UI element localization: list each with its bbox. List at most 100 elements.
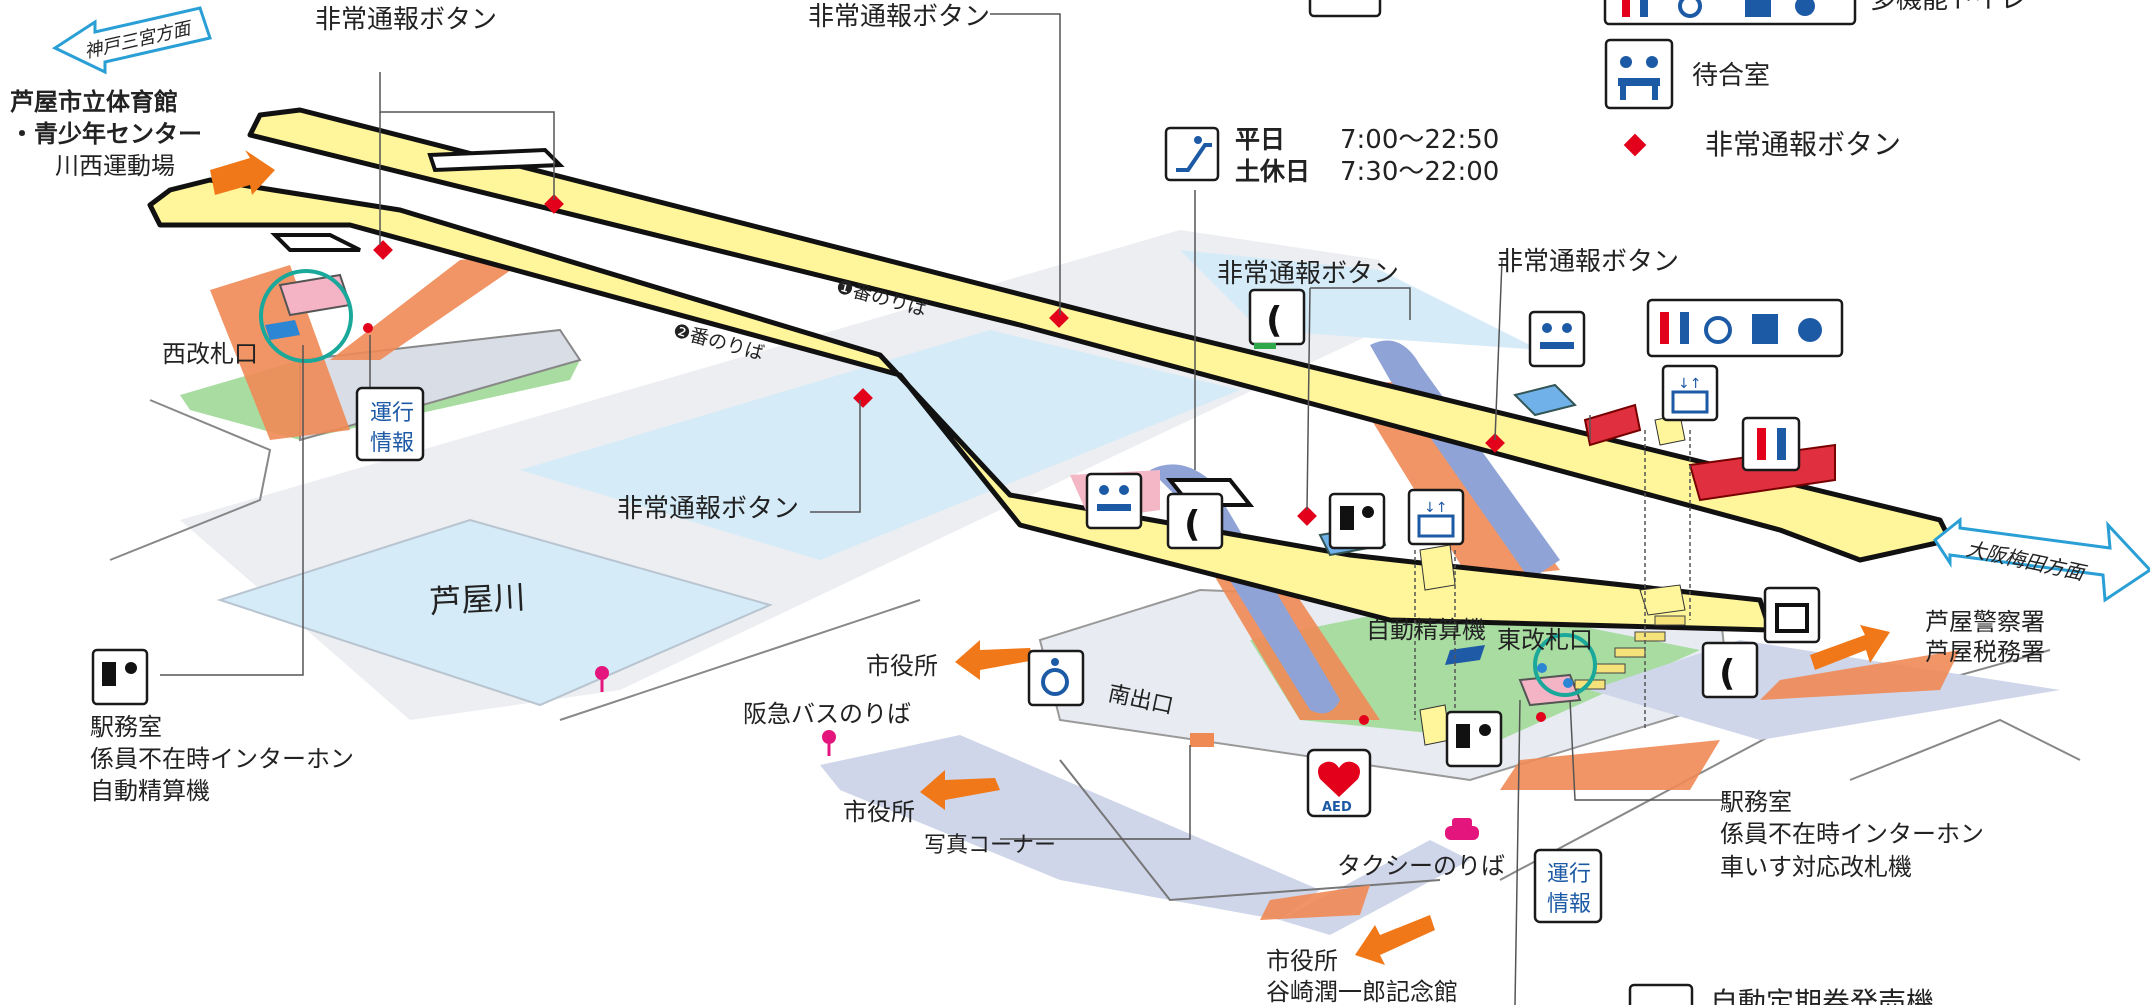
aed-icon[interactable]: AED [1306, 748, 1372, 818]
dest-police-2: 芦屋税務署 [1925, 638, 2045, 666]
operation-info-east[interactable]: 運行 情報 [1533, 848, 1603, 924]
svg-text:(: ( [1184, 504, 1200, 545]
city-hall-label-1: 市役所 [866, 652, 938, 680]
holiday-time: 7:30〜22:00 [1340, 157, 1499, 187]
wheelchair-icon[interactable] [1027, 649, 1085, 707]
dest-gym-2: ・青少年センター [10, 120, 202, 148]
fare-adjust-label: 自動精算機 [1366, 616, 1486, 644]
locker-icon[interactable] [1763, 586, 1821, 644]
road-line-west [109, 399, 272, 561]
map-dot [1537, 663, 1547, 673]
emergency-button-marker[interactable] [1485, 433, 1505, 453]
exit-arrows [210, 150, 1890, 965]
exit-arrow-cityhall-2[interactable] [920, 770, 1000, 810]
water-area-north [520, 330, 1240, 560]
waiting-room-icon[interactable] [1085, 472, 1143, 530]
legend-waiting-room: 待合室 [1692, 61, 1770, 91]
phone-icon[interactable]: ( [1701, 641, 1759, 699]
multi-toilet-icon[interactable] [1646, 298, 1844, 358]
toilet-icon[interactable] [1741, 416, 1801, 472]
elevator-icon[interactable]: ↓↑ [1661, 364, 1719, 422]
emergency-button-marker[interactable] [853, 388, 873, 408]
legend-phone-icon [1308, 0, 1382, 18]
east-office-3: 車いす対応改札機 [1720, 853, 1912, 881]
south-exit-stairs [1260, 885, 1370, 920]
map-pin[interactable] [822, 730, 836, 744]
operation-info-west[interactable]: 運行 情報 [355, 386, 425, 462]
direction-kobe[interactable]: 神戸三宮方面 [51, 6, 212, 75]
emergency-buttons [373, 194, 1505, 526]
platform-2-opening [270, 233, 361, 252]
exit-arrow-cityhall-3[interactable] [1355, 915, 1435, 965]
gate-5 [1654, 615, 1686, 626]
op-info-east-2: 情報 [1547, 892, 1591, 917]
legend-ticket-machine-icon [1628, 983, 1694, 1005]
exit-arrow-gym[interactable] [210, 150, 275, 195]
phone-icon[interactable]: ( [1166, 492, 1224, 550]
emergency-label-5: 非常通報ボタン [617, 494, 799, 524]
weekday-time: 7:00〜22:50 [1340, 125, 1499, 155]
station-office-icon[interactable] [91, 648, 149, 706]
emergency-label-3: 非常通報ボタン [1217, 259, 1399, 289]
city-hall-label-2: 市役所 [843, 798, 915, 826]
ticket-office-icon[interactable] [1328, 492, 1386, 550]
facility-icons: ( ( ( [91, 288, 1844, 818]
platform-1 [247, 107, 1953, 563]
south-stairs [1500, 740, 1720, 790]
holiday-label: 土休日 [1235, 157, 1310, 186]
dest-gym-3: 川西運動場 [55, 152, 175, 180]
map-labels: 非常通報ボタン 非常通報ボタン 非常通報ボタン 非常通報ボタン 非常通報ボタン … [10, 2, 2045, 1005]
west-gate-box [265, 320, 300, 340]
east-exit-stairs [1760, 650, 1960, 700]
svg-text:↓↑: ↓↑ [1424, 500, 1447, 516]
west-office-2: 係員不在時インターホン [90, 745, 354, 773]
op-info-west-2: 情報 [370, 431, 414, 456]
dest-police-1: 芦屋警察署 [1925, 608, 2045, 636]
map-dot [1359, 715, 1369, 725]
dest-bottom-1: 市役所 [1266, 947, 1338, 975]
legend-emergency-icon [1623, 133, 1647, 157]
east-gate-label: 東改札口 [1497, 626, 1593, 654]
weekday-label: 平日 [1235, 125, 1285, 154]
op-info-east-1: 運行 [1547, 862, 1591, 887]
river-label: 芦屋川 [428, 578, 526, 621]
dest-bottom-2: 谷崎潤一郎記念館 [1266, 978, 1458, 1005]
phone-icon[interactable]: ( [1248, 288, 1306, 349]
exit-arrow-police[interactable] [1810, 625, 1890, 670]
west-stairs-2 [330, 250, 540, 360]
west-gate-marker[interactable] [259, 269, 353, 363]
legend: 多機能トイレ 待合室 非常通報ボタン 自動定期券発売機 [1308, 0, 2026, 1005]
dest-gym-1: 芦屋市立体育館 [10, 88, 178, 116]
taxi-icon[interactable] [1445, 826, 1479, 840]
legend-ticket-machine: 自動定期券発売機 [1710, 986, 1934, 1005]
west-office-1: 駅務室 [90, 713, 162, 741]
elevator-icon[interactable]: ↓↑ [1407, 488, 1465, 546]
direction-osaka[interactable]: 大阪梅田方面 [1932, 516, 2150, 603]
toilet-box-1 [1583, 403, 1642, 447]
east-office-1: 駅務室 [1720, 788, 1792, 816]
road-line-east2 [1849, 718, 2081, 781]
exit-arrow-cityhall-1[interactable] [955, 640, 1035, 680]
emergency-label-1: 非常通報ボタン [315, 5, 497, 35]
aed-label: AED [1322, 800, 1352, 815]
east-gate-marker[interactable] [1533, 633, 1597, 697]
photo-booth [1190, 733, 1214, 747]
station-office-icon[interactable] [1445, 710, 1503, 768]
emergency-button-marker[interactable] [373, 240, 393, 260]
taxi-label: タクシーのりば [1337, 852, 1505, 880]
op-info-west-1: 運行 [370, 401, 414, 426]
emergency-button-marker[interactable] [1049, 308, 1069, 328]
waiting-room-icon[interactable] [1528, 310, 1586, 368]
legend-waiting-room-icon [1604, 38, 1674, 110]
map-pin[interactable] [595, 666, 609, 680]
emergency-button-marker[interactable] [1297, 506, 1317, 526]
gate-2 [1614, 647, 1646, 658]
walkway-edge [1059, 759, 1441, 902]
west-office-3: 自動精算機 [90, 777, 210, 805]
map-dot [1536, 712, 1546, 722]
gate-3 [1594, 663, 1626, 674]
map-dot [363, 323, 373, 333]
svg-text:(: ( [1266, 300, 1282, 341]
elevator-shaft-east [1639, 584, 1686, 616]
